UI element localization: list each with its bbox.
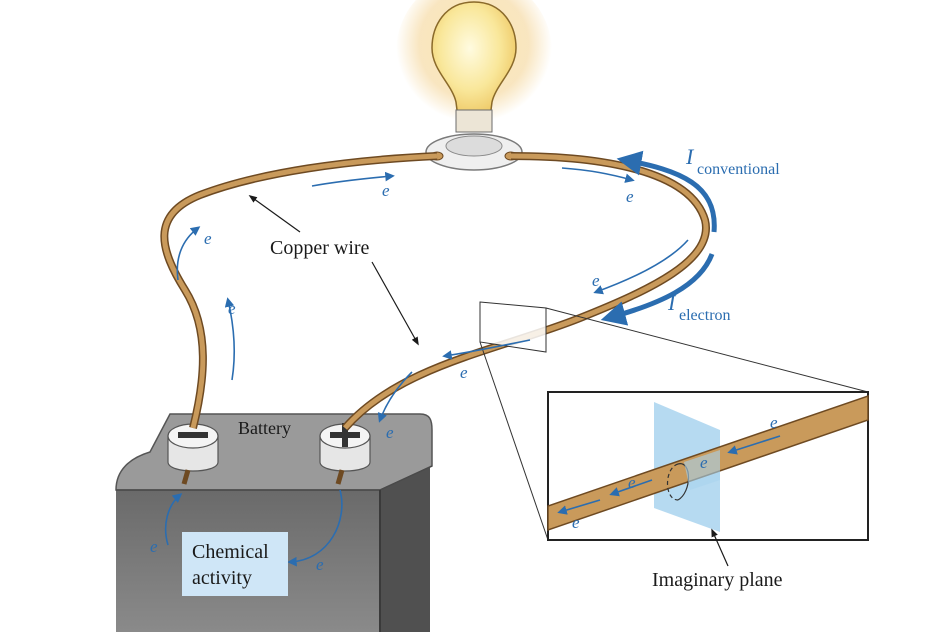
e-label: e <box>592 271 600 290</box>
copper-wire-pointer-2 <box>371 261 419 346</box>
inset-box <box>547 391 869 541</box>
e-label: e <box>770 413 778 432</box>
battery-label: Battery <box>238 418 291 438</box>
i-conventional-symbol: I <box>685 144 695 169</box>
i-conventional-label: I conventional <box>685 144 780 178</box>
e-label: e <box>150 537 158 556</box>
imaginary-plane-label: Imaginary plane <box>652 569 783 591</box>
i-conventional-subscript: conventional <box>697 161 780 178</box>
i-electron-subscript: electron <box>679 307 731 324</box>
imaginary-plane-pointer <box>711 528 729 567</box>
zoom-line-bottom <box>479 341 549 541</box>
e-label: e <box>700 453 708 472</box>
conventional-current-arrow <box>616 150 717 233</box>
i-electron-label: I electron <box>667 290 731 324</box>
chemical-label-line1: Chemical <box>192 541 269 563</box>
e-label: e <box>382 181 390 200</box>
light-bulb-icon <box>396 0 552 171</box>
electron-labels: e e e e e e e e e e e e e <box>150 181 778 574</box>
chemical-activity-box <box>182 532 288 596</box>
copper-wire-label: Copper wire <box>270 237 370 259</box>
i-electron-symbol: I <box>667 290 677 315</box>
negative-terminal-icon <box>167 423 219 485</box>
e-label: e <box>204 229 212 248</box>
e-label: e <box>460 363 468 382</box>
battery-icon <box>115 413 433 632</box>
e-label: e <box>572 513 580 532</box>
copper-wire-pointer-1 <box>248 195 301 233</box>
e-label: e <box>228 299 236 318</box>
electron-flow-arrows <box>164 167 781 567</box>
zoom-line-top <box>545 307 869 393</box>
e-label: e <box>316 555 324 574</box>
e-label: e <box>628 473 636 492</box>
e-label: e <box>386 423 394 442</box>
copper-wire-left <box>160 152 438 429</box>
e-label: e <box>626 187 634 206</box>
electron-current-arrow <box>600 253 715 326</box>
positive-terminal-icon <box>319 423 371 485</box>
chemical-label-line2: activity <box>192 567 252 589</box>
